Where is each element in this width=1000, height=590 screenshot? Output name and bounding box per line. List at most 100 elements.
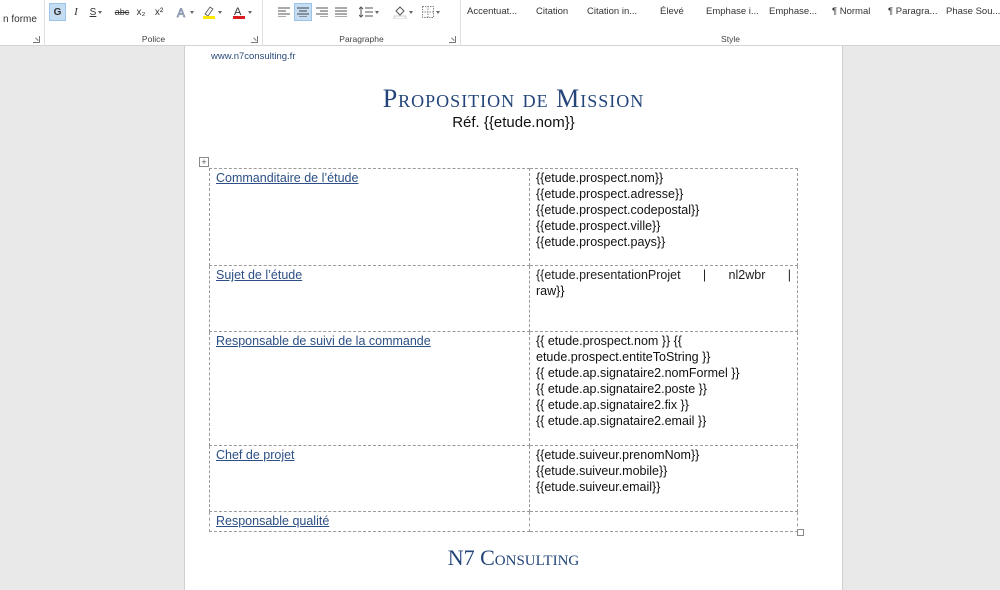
bold-button[interactable]: G [49,3,66,21]
table-move-handle-icon[interactable]: + [199,157,209,167]
justify-icon [335,7,347,17]
style-item[interactable]: Emphase... [769,6,818,17]
paint-bucket-icon [393,6,407,19]
subscript-button[interactable]: x₂ [133,3,149,21]
borders-button[interactable] [419,3,443,21]
style-item[interactable]: ¶ Paragra... [888,6,938,17]
row-label: Chef de projet [216,448,295,462]
table-cell-label[interactable]: Sujet de l’étude [209,265,530,332]
shading-button[interactable] [391,3,415,21]
table-cell-label[interactable]: Commanditaire de l’étude [209,168,530,266]
document-title[interactable]: Proposition de Mission [382,84,645,113]
underline-button[interactable]: S [87,3,105,21]
row-label: Responsable de suivi de la commande [216,334,431,348]
highlighter-icon [203,6,215,19]
format-painter-label: n forme [3,13,37,25]
style-group: Accentuat... Citation Citation in... Éle… [461,0,1000,46]
line-spacing-icon [359,6,373,18]
value-line: {{ etude.prospect.nom }} {{ [536,334,682,348]
justified-value-line: {{etude.presentationProjet | nl2wbr | [536,267,791,283]
footer-company-name[interactable]: N7 Consulting [447,545,580,570]
svg-text:A: A [177,6,185,18]
align-center-icon [297,7,309,17]
font-group-label: Police [141,34,166,44]
text-effects-icon: A [177,6,186,18]
value-part: nl2wbr [728,268,766,282]
table-row: Sujet de l’étude {{etude.presentationPro… [209,265,798,332]
value-line: etude.prospect.entiteToString }} [536,350,711,364]
table-cell-value[interactable]: {{ etude.prospect.nom }} {{ etude.prospe… [529,331,798,446]
row-label: Responsable qualité [216,514,330,528]
style-item[interactable]: Phase Sou... [946,6,1000,17]
ribbon: n forme G I S abc x₂ x² A A Pol [0,0,1000,46]
format-painter-button[interactable]: n forme [0,10,40,28]
text-effects-button[interactable]: A [175,3,195,21]
align-left-button[interactable] [275,3,293,21]
style-item[interactable]: Élevé [660,6,684,17]
paragraph-dialog-launcher[interactable] [449,36,456,43]
clipboard-dialog-launcher[interactable] [33,36,40,43]
table-row: Responsable qualité [209,511,798,532]
font-color-button[interactable]: A [231,3,253,21]
value-part: {{etude.presentationProjet [536,268,681,282]
document-reference[interactable]: Réf. {{etude.nom}} [452,114,575,131]
value-line: {{etude.suiveur.email}} [536,480,661,494]
value-line: {{etude.suiveur.prenomNom}} [536,448,700,462]
value-line: {{ etude.ap.signataire2.poste }} [536,382,707,396]
value-part: | [702,268,707,282]
value-line: {{etude.prospect.codepostal}} [536,203,700,217]
font-group: G I S abc x₂ x² A A Police [45,0,263,46]
strikethrough-label: abc [114,7,130,17]
document-page[interactable]: www.n7consulting.fr Proposition de Missi… [184,46,843,590]
font-color-icon: A [233,6,245,19]
value-line: raw}} [536,284,565,298]
table-cell-label[interactable]: Responsable de suivi de la commande [209,331,530,446]
italic-button[interactable]: I [69,3,83,21]
underline-label: S [89,6,97,18]
subscript-label: x₂ [136,6,146,18]
table-resize-handle[interactable] [797,529,804,536]
row-label: Commanditaire de l’étude [216,171,359,185]
value-line: {{ etude.ap.signataire2.email }} [536,414,707,428]
style-item[interactable]: Emphase i... [706,6,759,17]
value-line: {{etude.prospect.adresse}} [536,187,684,201]
superscript-button[interactable]: x² [151,3,167,21]
paragraph-group-label: Paragraphe [339,34,384,44]
align-right-button[interactable] [313,3,331,21]
font-dialog-launcher[interactable] [251,36,258,43]
header-url[interactable]: www.n7consulting.fr [211,51,296,62]
row-label: Sujet de l’étude [216,268,303,282]
table-row: Commanditaire de l’étude {{etude.prospec… [209,168,798,266]
style-item[interactable]: Citation [536,6,569,17]
align-right-icon [316,7,328,17]
align-center-button[interactable] [294,3,312,21]
table-cell-value[interactable]: {{etude.suiveur.prenomNom}} {{etude.suiv… [529,445,798,512]
line-spacing-button[interactable] [357,3,381,21]
value-line: {{ etude.ap.signataire2.fix }} [536,398,689,412]
bold-label: G [53,6,62,18]
justify-button[interactable] [332,3,350,21]
superscript-label: x² [154,6,164,18]
svg-text:A: A [234,6,242,18]
style-item[interactable]: Accentuat... [467,6,518,17]
italic-label: I [74,6,78,18]
value-part: | [787,268,791,282]
strikethrough-button[interactable]: abc [113,3,131,21]
highlight-color-button[interactable] [201,3,223,21]
value-line: {{etude.prospect.ville}} [536,219,661,233]
table-cell-label[interactable]: Chef de projet [209,445,530,512]
style-item[interactable]: ¶ Normal [832,6,871,17]
paragraph-group: Paragraphe [263,0,461,46]
value-line: {{etude.suiveur.mobile}} [536,464,668,478]
table-cell-value[interactable] [529,511,798,532]
table-cell-value[interactable]: {{etude.prospect.nom}} {{etude.prospect.… [529,168,798,266]
value-line: {{etude.prospect.pays}} [536,235,666,249]
table-cell-label[interactable]: Responsable qualité [209,511,530,532]
align-left-icon [278,7,290,17]
style-group-label: Style [721,34,740,44]
style-item[interactable]: Citation in... [587,6,638,17]
clipboard-group: n forme [0,0,45,46]
table-cell-value[interactable]: {{etude.presentationProjet | nl2wbr | ra… [529,265,798,332]
table-row: Chef de projet {{etude.suiveur.prenomNom… [209,445,798,512]
mission-table[interactable]: Commanditaire de l’étude {{etude.prospec… [209,168,798,532]
